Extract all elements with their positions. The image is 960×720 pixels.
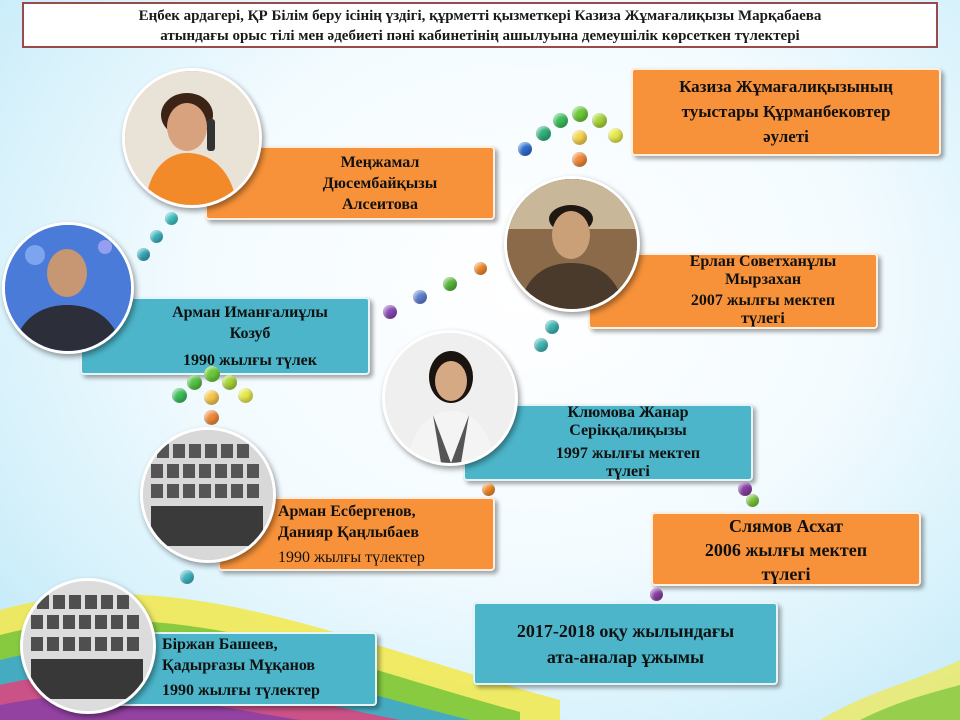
card-kaziza-relatives: Казиза Жұмағалиқызының туыстары Құрманбе…	[631, 68, 941, 156]
card-line: Дюсембайқызы	[322, 175, 438, 192]
decor-dot	[137, 248, 150, 261]
card-line: Меңжамал	[340, 154, 420, 171]
decor-dot	[222, 375, 237, 390]
card-line: Арман Иманғалиұлы	[172, 304, 328, 321]
decor-dot	[204, 390, 219, 405]
decor-dot	[383, 305, 397, 319]
photo-class-1990-a	[140, 427, 276, 563]
card-parents: 2017-2018 оқу жылындағы ата-аналар ұжымы	[473, 602, 778, 685]
photo-class-1990-b	[20, 578, 156, 714]
card-line: Мырзахан	[724, 271, 802, 288]
card-line: Данияр Қаңлыбаев	[278, 524, 420, 541]
photo-menzhamal	[122, 68, 262, 208]
person-portrait-icon	[507, 179, 637, 309]
card-line: ата-аналар ұжымы	[546, 647, 705, 667]
card-line: 1990 жылғы түлектер	[162, 682, 320, 699]
card-line: 1990 жылғы түлек	[183, 352, 317, 369]
group-photo-icon	[23, 581, 153, 711]
photo-erlan	[504, 176, 640, 312]
decor-dot	[592, 113, 607, 128]
title-line-1: Еңбек ардагері, ҚР Білім беру ісінің үзд…	[138, 8, 822, 24]
card-line: Ерлан Советханұлы	[689, 253, 837, 270]
photo-arman-kozub	[2, 222, 134, 354]
decor-dot	[534, 338, 548, 352]
card-line: 2017-2018 оқу жылындағы	[516, 621, 735, 641]
card-line: Арман Есбергенов,	[278, 503, 416, 520]
card-line: Алсеитова	[341, 196, 419, 213]
card-line: туыстары Құрманбековтер	[681, 102, 891, 121]
decor-dot	[608, 128, 623, 143]
card-line: 1997 жылғы мектеп	[555, 445, 701, 462]
card-line: Серікқалиқызы	[569, 422, 687, 439]
decor-dot	[572, 106, 588, 122]
decor-dot	[482, 483, 495, 496]
person-portrait-icon	[385, 333, 515, 463]
decor-dot	[443, 277, 457, 291]
decor-dot	[238, 388, 253, 403]
card-line: Слямов Асхат	[728, 516, 844, 536]
card-line: Козуб	[229, 325, 271, 342]
card-slyamov: Слямов Асхат 2006 жылғы мектеп түлегі	[651, 512, 921, 586]
decor-dot	[572, 152, 587, 167]
decor-dot	[172, 388, 187, 403]
group-photo-icon	[143, 430, 273, 560]
decor-dot	[474, 262, 487, 275]
decor-dot	[518, 142, 532, 156]
decor-dot	[180, 570, 194, 584]
decor-dot	[150, 230, 163, 243]
decor-dot	[165, 212, 178, 225]
decor-dot	[204, 366, 220, 382]
card-line: 1990 жылғы түлектер	[278, 549, 425, 566]
card-line: Казиза Жұмағалиқызының	[679, 77, 893, 96]
card-line: Клюмова Жанар	[567, 404, 689, 421]
person-portrait-icon	[5, 225, 131, 351]
decor-dot	[204, 410, 219, 425]
decor-dot	[413, 290, 427, 304]
decor-dot	[650, 588, 663, 601]
decor-dot	[536, 126, 551, 141]
page-title: Еңбек ардагері, ҚР Білім беру ісінің үзд…	[22, 2, 938, 48]
card-line: түлегі	[741, 310, 785, 327]
decor-dot	[746, 494, 759, 507]
card-line: түлегі	[761, 564, 811, 584]
decor-dot	[738, 482, 752, 496]
decor-dot	[545, 320, 559, 334]
card-arman-esbergenov: Арман Есбергенов, Данияр Қаңлыбаев 1990 …	[218, 497, 495, 571]
card-line: 2007 жылғы мектеп	[690, 292, 836, 309]
card-line: түлегі	[606, 463, 650, 480]
card-line: әулеті	[763, 127, 809, 146]
decor-dot	[553, 113, 568, 128]
photo-klyumova	[382, 330, 518, 466]
card-arman-kozub: Арман Иманғалиұлы Козуб 1990 жылғы түлек	[80, 297, 370, 375]
title-line-2: атындағы орыс тілі мен әдебиеті пәні каб…	[160, 28, 800, 44]
card-line: 2006 жылғы мектеп	[704, 540, 868, 560]
decor-dot	[187, 375, 202, 390]
card-line: Қадырғазы Мұқанов	[162, 657, 316, 674]
person-portrait-icon	[125, 71, 259, 205]
decor-dot	[572, 130, 587, 145]
card-line: Біржан Башеев,	[162, 636, 278, 653]
